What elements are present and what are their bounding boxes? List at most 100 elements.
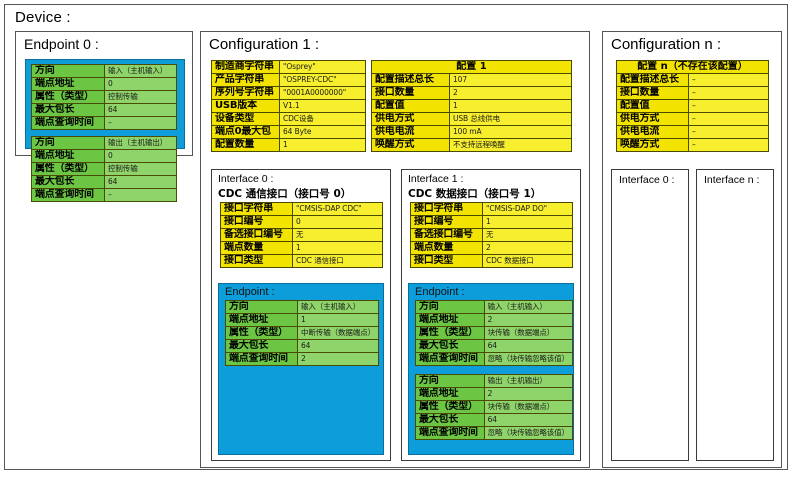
row-value: 中断传输（数据端点）: [298, 327, 379, 340]
configuration1-config-table: 配置 1配置描述总长107接口数量2配置值1供电方式USB 总线供电供电电流10…: [371, 60, 572, 152]
table-row: 方向输入（主机输入）: [226, 301, 379, 314]
row-key: 唤醒方式: [372, 139, 450, 152]
endpoint0-panel: Endpoint 0 : 方向输入（主机输入）端点地址0属性（类型）控制传输最大…: [15, 31, 193, 156]
row-key: 备选接口编号: [221, 229, 293, 242]
row-key: 端点地址: [32, 78, 105, 91]
table-row: 接口类型CDC 数据接口: [411, 255, 573, 268]
interface0-endpoint-table-0: 方向输入（主机输入）端点地址1属性（类型）中断传输（数据端点）最大包长64端点查…: [225, 300, 379, 366]
row-value: 输入（主机输入）: [484, 301, 572, 314]
row-key: 属性（类型）: [226, 327, 298, 340]
row-value: 64: [484, 414, 572, 427]
table-row: 配置值1: [372, 100, 572, 113]
row-key: 最大包长: [32, 176, 105, 189]
row-key: 设备类型: [212, 113, 280, 126]
table-row: 方向输出（主机输出）: [416, 375, 573, 388]
table-row: 属性（类型）块传输（数据端点）: [416, 327, 573, 340]
table-row: 唤醒方式不支持远程唤醒: [372, 139, 572, 152]
row-key: 配置值: [372, 100, 450, 113]
config-header: 配置 1: [372, 61, 572, 74]
device-title: Device :: [15, 9, 71, 26]
row-value: 1: [298, 314, 379, 327]
row-value: 忽略（块传输忽略该值）: [484, 427, 572, 440]
row-value: 2: [483, 242, 573, 255]
table-row: 唤醒方式–: [617, 139, 769, 152]
table-row: 备选接口编号无: [221, 229, 383, 242]
row-value: 2: [450, 87, 572, 100]
row-key: 产品字符串: [212, 74, 280, 87]
row-value: "OSPREY-CDC": [280, 74, 366, 87]
table-row: 配置值–: [617, 100, 769, 113]
table-row: 供电方式–: [617, 113, 769, 126]
row-key: 供电电流: [372, 126, 450, 139]
row-value: 64 Byte: [280, 126, 366, 139]
table-row: 供电方式USB 总线供电: [372, 113, 572, 126]
endpoint0-table-1: 方向输出（主机输出）端点地址0属性（类型）控制传输最大包长64端点查询时间–: [31, 136, 177, 202]
interface1-subtitle: CDC 数据接口（接口号 1）: [408, 186, 541, 201]
row-value: –: [689, 100, 769, 113]
row-value: 块传输（数据端点）: [484, 401, 572, 414]
configN-header: 配置 n（不存在该配置）: [617, 61, 769, 74]
row-value: CDC设备: [280, 113, 366, 126]
table-row: 配置描述总长–: [617, 74, 769, 87]
table-row: 供电电流–: [617, 126, 769, 139]
row-value: V1.1: [280, 100, 366, 113]
row-value: 无: [483, 229, 573, 242]
interface1-endpoint-label: Endpoint :: [409, 284, 573, 300]
table-row: 端点地址0: [32, 150, 177, 163]
table-row: 端点数量2: [411, 242, 573, 255]
interface1-endpoint-table-0: 方向输入（主机输入）端点地址2属性（类型）块传输（数据端点）最大包长64端点查询…: [415, 300, 573, 366]
configurationN-panel: Configuration n : 配置 n（不存在该配置）配置描述总长–接口数…: [602, 31, 782, 468]
row-key: 接口编号: [221, 216, 293, 229]
table-row: 端点地址0: [32, 78, 177, 91]
row-key: 端点地址: [226, 314, 298, 327]
row-value: CDC 数据接口: [483, 255, 573, 268]
row-value: 输入（主机输入）: [298, 301, 379, 314]
row-value: CDC 通信接口: [293, 255, 383, 268]
table-row: 端点查询时间忽略（块传输忽略该值）: [416, 353, 573, 366]
table-row: 最大包长64: [416, 340, 573, 353]
row-key: 最大包长: [32, 104, 105, 117]
table-row: 备选接口编号无: [411, 229, 573, 242]
interface1-endpoint-group: Endpoint : 方向输入（主机输入）端点地址2属性（类型）块传输（数据端点…: [408, 283, 574, 455]
row-key: 接口类型: [411, 255, 483, 268]
row-value: –: [689, 113, 769, 126]
configurationN-interfaceN-title: Interface n :: [704, 174, 759, 186]
interface0-title: Interface 0 :: [218, 173, 273, 185]
row-key: 端点查询时间: [416, 427, 485, 440]
row-key: 接口字符串: [411, 203, 483, 216]
table-row: 最大包长64: [32, 104, 177, 117]
table-row: 接口编号1: [411, 216, 573, 229]
interface0-endpoint-group: Endpoint : 方向输入（主机输入）端点地址1属性（类型）中断传输（数据端…: [218, 283, 384, 455]
row-key: 接口字符串: [221, 203, 293, 216]
table-row: 端点查询时间忽略（块传输忽略该值）: [416, 427, 573, 440]
interface1-table: 接口字符串"CMSIS-DAP DO"接口编号1备选接口编号无端点数量2接口类型…: [410, 202, 573, 268]
row-key: 方向: [226, 301, 298, 314]
row-key: 最大包长: [416, 414, 485, 427]
row-key: 序列号字符串: [212, 87, 280, 100]
row-key: 端点查询时间: [416, 353, 485, 366]
endpoint0-panel-title: Endpoint 0 :: [24, 36, 99, 52]
row-key: 配置描述总长: [372, 74, 450, 87]
row-key: 方向: [416, 375, 485, 388]
configuration1-config-table-wrap: 配置 1配置描述总长107接口数量2配置值1供电方式USB 总线供电供电电流10…: [371, 60, 572, 152]
table-row: 方向输出（主机输出）: [32, 137, 177, 150]
table-row: 产品字符串"OSPREY-CDC": [212, 74, 366, 87]
row-key: 供电电流: [617, 126, 689, 139]
row-key: 制造商字符串: [212, 61, 280, 74]
table-row: 配置 n（不存在该配置）: [617, 61, 769, 74]
table-row: 端点0最大包64 Byte: [212, 126, 366, 139]
row-key: 配置值: [617, 100, 689, 113]
row-key: 端点数量: [221, 242, 293, 255]
row-value: 不支持远程唤醒: [450, 139, 572, 152]
row-value: 无: [293, 229, 383, 242]
row-value: 0: [105, 150, 177, 163]
configurationN-interfaceN-box: Interface n :: [696, 169, 774, 461]
table-row: 设备类型CDC设备: [212, 113, 366, 126]
row-key: 供电方式: [617, 113, 689, 126]
row-key: 配置描述总长: [617, 74, 689, 87]
configuration1-panel: Configuration 1 : 制造商字符串"Osprey"产品字符串"OS…: [200, 31, 590, 468]
row-value: 0: [105, 78, 177, 91]
row-value: 2: [484, 388, 572, 401]
row-value: 1: [293, 242, 383, 255]
configuration1-device-table-wrap: 制造商字符串"Osprey"产品字符串"OSPREY-CDC"序列号字符串"00…: [211, 60, 366, 152]
